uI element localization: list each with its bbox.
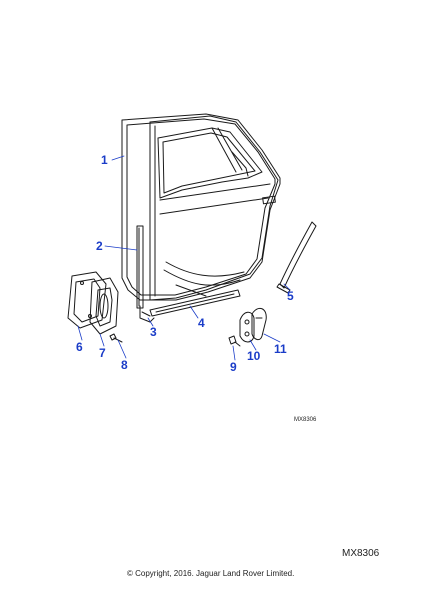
door-seal-inner — [126, 118, 276, 296]
striker-shim — [251, 307, 267, 341]
curved-trim-strip — [276, 221, 317, 294]
callout-7: 7 — [99, 346, 106, 360]
screw-8 — [109, 333, 123, 343]
callout-10: 10 — [247, 349, 261, 363]
bolt-9 — [228, 335, 241, 347]
escutcheon — [89, 277, 119, 335]
leader-lines — [77, 155, 291, 361]
seal-strip-assembly — [136, 225, 155, 323]
callout-4: 4 — [198, 316, 205, 330]
callout-6: 6 — [76, 340, 83, 354]
callout-8: 8 — [121, 358, 128, 372]
copyright-notice: © Copyright, 2016. Jaguar Land Rover Lim… — [127, 569, 295, 578]
callout-11: 11 — [274, 342, 287, 356]
door-panel — [121, 113, 281, 301]
striker-plate — [239, 311, 255, 343]
drawing-reference: MX8306 — [294, 417, 317, 423]
callout-9: 9 — [230, 360, 237, 374]
footer-reference: MX8306 — [342, 548, 380, 559]
sill-moulding — [149, 284, 241, 317]
callout-1: 1 — [101, 153, 108, 167]
callout-5: 5 — [287, 289, 294, 303]
door-seal-outline — [121, 113, 281, 301]
callout-3: 3 — [150, 325, 157, 339]
callout-2: 2 — [96, 239, 103, 253]
